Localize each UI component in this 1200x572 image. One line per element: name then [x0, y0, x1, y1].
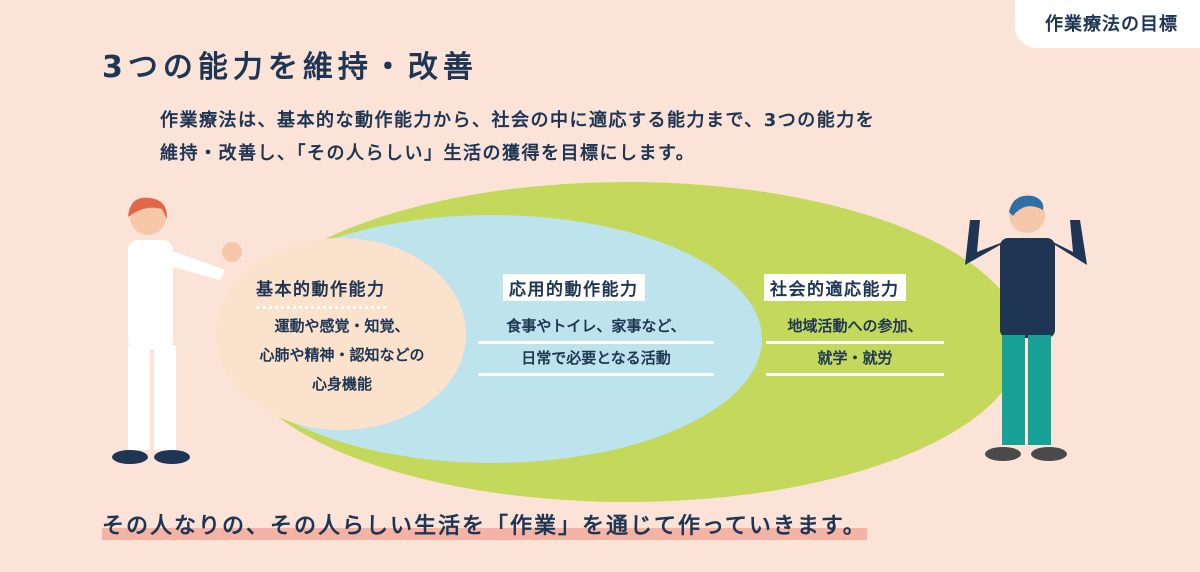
social-ability-label: 社会的適応能力	[764, 274, 906, 301]
description: 作業療法は、基本的な動作能力から、社会の中に適応する能力まで、3つの能力を 維持…	[160, 104, 875, 170]
text-line: 運動や感覚・知覚、	[274, 317, 410, 335]
basic-ability-text: 運動や感覚・知覚、 心肺や精神・認知などの 心身機能	[222, 312, 462, 399]
section-tag: 作業療法の目標	[1015, 0, 1200, 48]
therapist-illustration	[112, 197, 242, 464]
text-line: 心肺や精神・認知などの	[259, 346, 425, 364]
applied-ability-text: 食事やトイレ、家事など、 日常で必要となる活動	[478, 312, 714, 376]
patient-illustration	[965, 195, 1087, 461]
text-line: 就学・就労	[766, 344, 944, 376]
description-line: 作業療法は、基本的な動作能力から、社会の中に適応する能力まで、3つの能力を	[160, 110, 876, 131]
text-line: 日常で必要となる活動	[478, 344, 714, 376]
footer-message: その人なりの、その人らしい生活を「作業」を通じて作っていきます。	[102, 508, 867, 540]
social-ability-text: 地域活動への参加、 就学・就労	[766, 312, 944, 376]
text-line: 食事やトイレ、家事など、	[478, 312, 714, 344]
description-line: 維持・改善し、「その人らしい」生活の獲得を目標にします。	[160, 143, 696, 164]
page-title: 3つの能力を維持・改善	[102, 50, 478, 85]
text-line: 心身機能	[311, 375, 372, 393]
basic-ability-label: 基本的動作能力	[256, 275, 386, 309]
basic-ability-ellipse	[216, 238, 466, 430]
applied-ability-label: 応用的動作能力	[503, 274, 645, 301]
text-line: 地域活動への参加、	[766, 312, 944, 344]
